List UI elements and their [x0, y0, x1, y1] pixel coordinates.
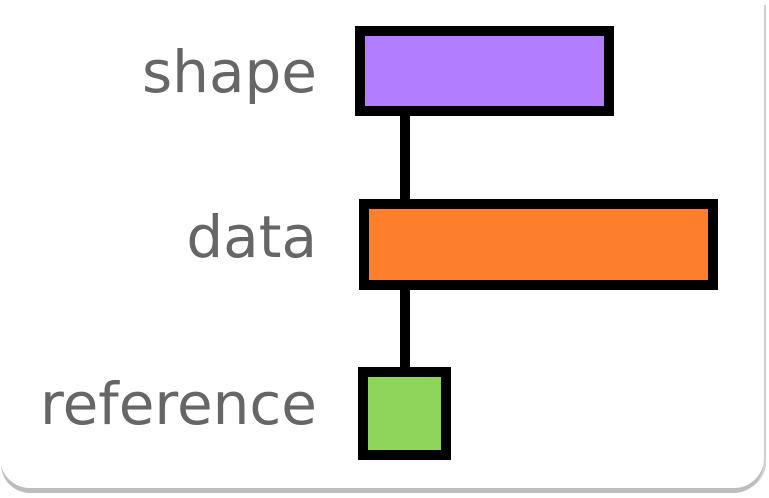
- data-block: [359, 199, 718, 290]
- connector-data-reference: [400, 285, 410, 375]
- data-label: data: [186, 203, 317, 271]
- connector-shape-data: [400, 110, 410, 205]
- reference-label: reference: [40, 370, 317, 438]
- shape-label: shape: [141, 38, 317, 106]
- reference-block: [358, 367, 451, 460]
- shape-block: [355, 26, 614, 116]
- diagram-card: shape data reference: [40, 26, 718, 460]
